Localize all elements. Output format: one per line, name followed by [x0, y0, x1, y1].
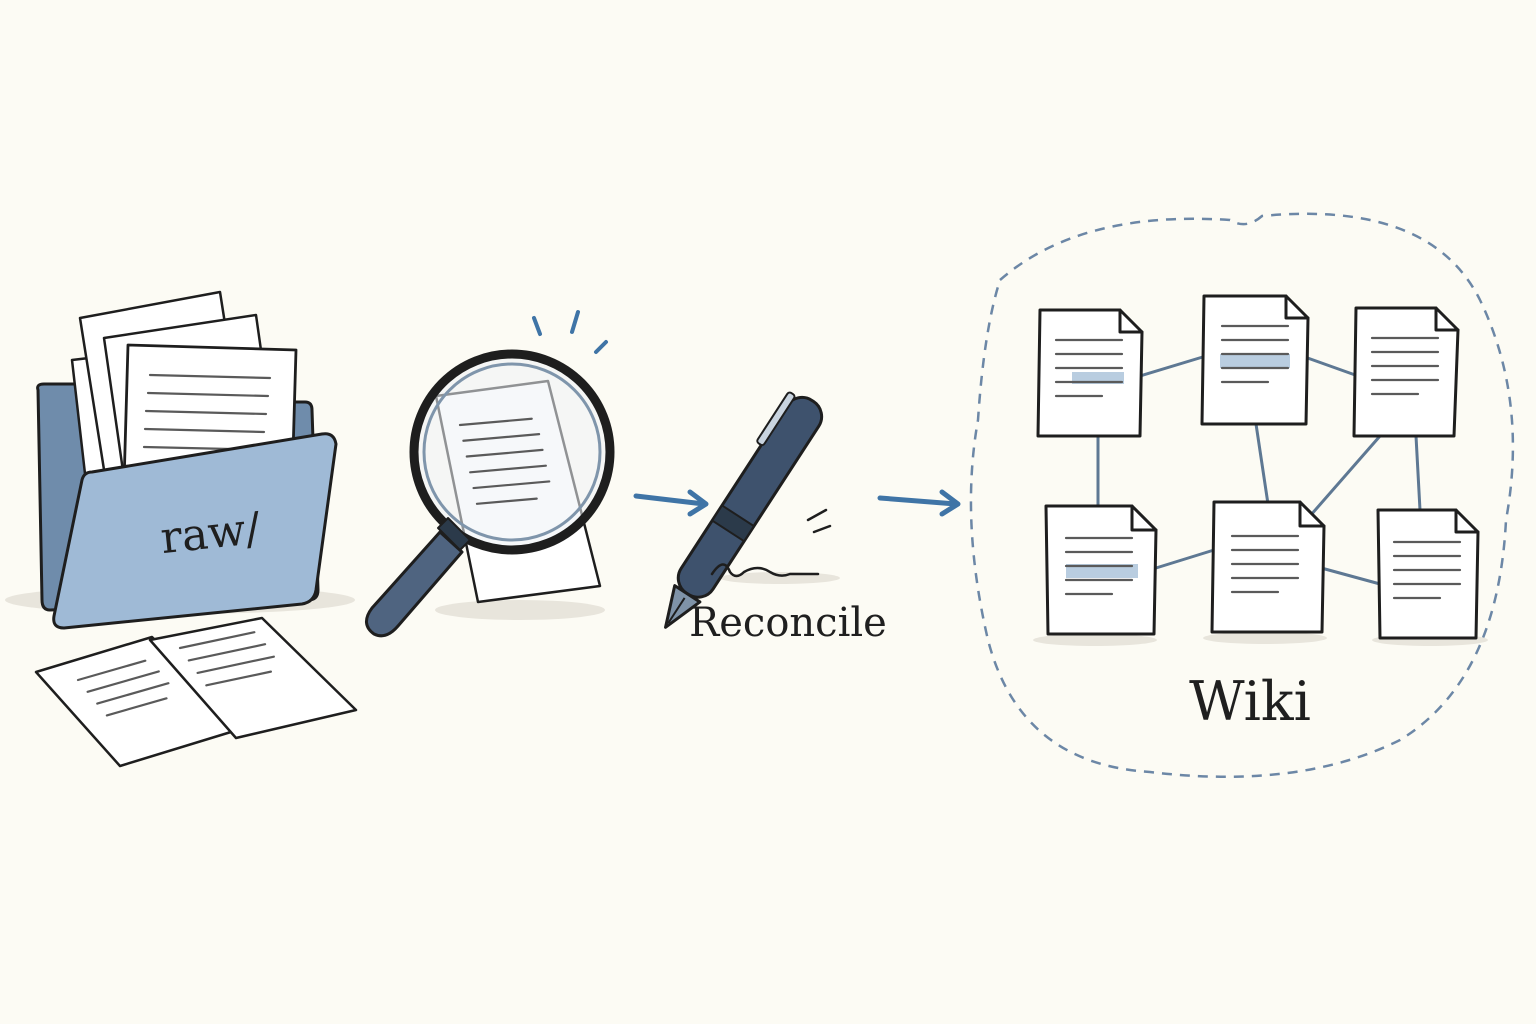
wiki-boundary	[969, 212, 1515, 778]
magnifier-handle	[365, 530, 464, 638]
folder-icon: raw/	[5, 290, 358, 768]
page-links	[1096, 354, 1422, 586]
fountain-pen-icon	[664, 391, 840, 629]
folder-label: raw/	[158, 503, 263, 564]
arrow-right-icon	[877, 489, 961, 517]
wiki-page	[1352, 306, 1460, 438]
wiki-page	[1044, 504, 1158, 636]
wiki-page	[1036, 308, 1144, 438]
sparkle-icon	[532, 310, 608, 354]
wiki-page	[1200, 294, 1310, 426]
loose-papers	[34, 616, 358, 768]
wiki-page	[1376, 508, 1480, 640]
magnifier-shadow	[435, 600, 605, 620]
wiki-label: Wiki	[1189, 670, 1311, 733]
magnifying-glass-icon	[365, 310, 615, 638]
ink-stroke	[710, 563, 820, 578]
reconcile-label: Reconcile	[689, 600, 887, 646]
wiki-page	[1210, 500, 1326, 634]
folder-front	[52, 432, 338, 630]
arrow-right-icon	[633, 489, 709, 517]
